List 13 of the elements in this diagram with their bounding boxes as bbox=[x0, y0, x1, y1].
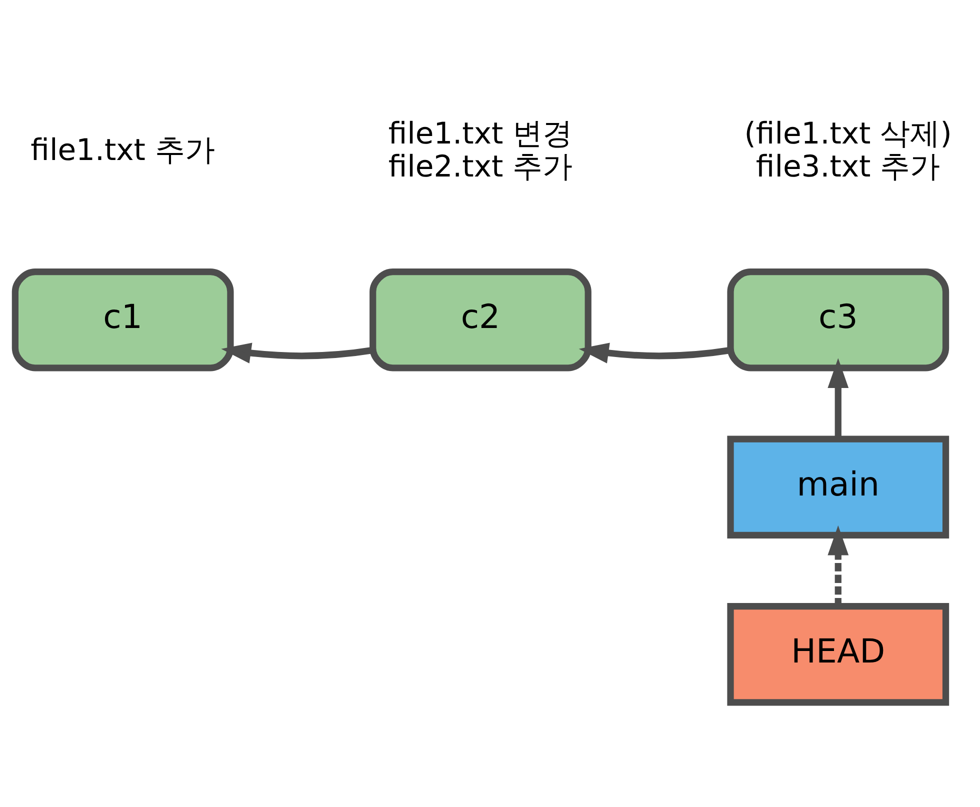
node-label: file2.txt 추가 bbox=[388, 149, 573, 184]
node-box: c3 bbox=[727, 268, 950, 372]
node-label: file1.txt 추가 bbox=[30, 132, 215, 168]
node-box: c2 bbox=[370, 268, 592, 372]
arrow bbox=[221, 342, 374, 364]
node-label: file3.txt 추가 bbox=[756, 149, 940, 184]
node-box: HEAD bbox=[727, 603, 950, 706]
node-box: main bbox=[727, 436, 950, 538]
arrow bbox=[578, 342, 731, 364]
node-box: c1 bbox=[12, 268, 234, 372]
arrow bbox=[828, 358, 849, 439]
node-label: file1.txt 변경 bbox=[388, 116, 573, 152]
node-label: (file1.txt 삭제) bbox=[744, 116, 952, 152]
